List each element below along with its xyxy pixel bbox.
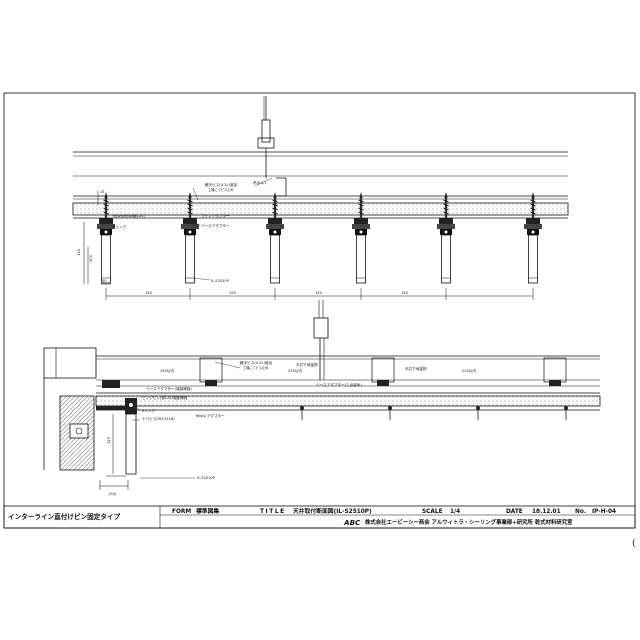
dim-pitch-2: 150 [229, 291, 237, 295]
callout-lower-fastener-2: 天井下地金物 [405, 366, 427, 371]
callout-lower-pitch-left: 150以内 [160, 368, 174, 373]
lower-section-view [43, 300, 601, 490]
sheet-frame [3, 92, 636, 529]
dim-width: 50 [102, 279, 107, 283]
callout-ring: Eリング [113, 224, 126, 229]
callout-lower-pitch-mid: 225以内 [288, 368, 302, 373]
dim-pitch-3: 150 [315, 291, 323, 295]
form-label: FORM [172, 509, 191, 515]
dim-height-b: 100 [89, 254, 93, 262]
callout-lower-wood-screw: ナベビス(M3.5L18) [142, 416, 175, 421]
callout-lower-screw-top: 軽天ビス(4.2L)追加 [240, 360, 272, 365]
callout-screw-note: 工場にてビス止め [208, 187, 234, 192]
dim-pitch-1: 150 [145, 291, 153, 295]
no-label: No. [575, 509, 586, 515]
callout-hinge-pin: ヒンジピン(抜L24) [114, 213, 146, 218]
upper-section-view [72, 96, 569, 300]
no-value: IP-H-04 [592, 509, 616, 515]
form-value: 標準図集 [196, 507, 219, 515]
callout-lower-base-adapter: ベースアダプター(三点留め) [316, 382, 362, 387]
dim-lower-offset: (50) [109, 492, 117, 496]
date-value: 18.12.01 [532, 509, 561, 515]
callout-lower-pitch-right: 225以内 [462, 368, 476, 373]
callout-base-adapter: ベースアダプター [201, 223, 230, 228]
subject-title: インターライン直付けピン固定タイプ [8, 512, 120, 521]
callout-lower-ring: Eリング [142, 408, 155, 413]
date-label: DATE [506, 509, 523, 515]
callout-product: IL-S2510P [211, 279, 230, 283]
callout-lower-screw-note: 工場にてビス止め [243, 365, 269, 370]
dim-top: 15 [100, 190, 105, 194]
title-value: 天井取付断面図(IL-S2510P) [293, 507, 372, 515]
title-block [3, 505, 636, 529]
page-edge-mark: ( [632, 539, 636, 549]
scale-label: SCALE [422, 509, 443, 515]
callout-screw-top: 軽天ビス(4.2L)追加 [205, 182, 237, 187]
callout-hanger-bolt: 吊ボルト [253, 180, 268, 185]
scale-value: 1/4 [450, 509, 460, 515]
callout-lower-fastener-1: 天井下地金物 [296, 362, 318, 367]
title-label: TITLE [260, 509, 286, 515]
callout-lower-hinge-pin: ヒンジピン(抜L24)端部補強 [142, 395, 188, 400]
callout-lower-base-adapter-edge: ベースアダプター(端部補強) [146, 386, 192, 391]
callout-lower-line-adapter: ラインアダプター [196, 413, 225, 418]
company-name: 株式会社エービーシー商会 アルウィトラ・シーリング事業部+研究所 乾式材料研究室 [365, 518, 573, 526]
callout-lower-product: IL-S2510P [197, 476, 216, 480]
callout-line-adapter: ラインアダプター [201, 213, 230, 218]
dim-height-a: 115 [77, 249, 81, 256]
dim-pitch-4: 150 [401, 291, 409, 295]
company-logo: ABC [343, 518, 361, 527]
dim-lower-height: 115 [107, 437, 111, 444]
